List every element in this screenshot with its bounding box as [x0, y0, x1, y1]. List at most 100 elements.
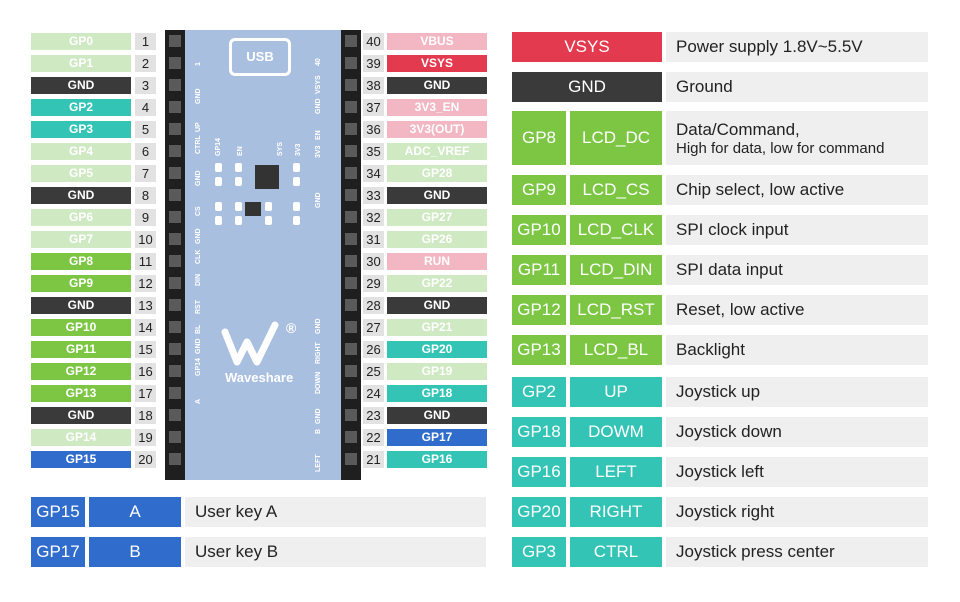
pin-label: GP20 [387, 341, 487, 358]
header-hole [169, 145, 181, 157]
pin-label: GP14 [31, 429, 131, 446]
pin-number: 40 [363, 33, 384, 50]
header-hole [345, 299, 357, 311]
pin-label: GP4 [31, 143, 131, 160]
description-text: User key B [195, 542, 279, 561]
header-hole [345, 387, 357, 399]
solder-pad [215, 177, 222, 186]
pin-label: GND [31, 407, 131, 424]
header-hole [169, 79, 181, 91]
pin-number: 18 [135, 407, 156, 424]
pin-number: 32 [363, 209, 384, 226]
description-text: Joystick left [676, 462, 764, 481]
pin-label: GP16 [387, 451, 487, 468]
pin-number: 5 [135, 121, 156, 138]
pin-number: 36 [363, 121, 384, 138]
description-text: SPI clock input [676, 220, 789, 239]
description-text: Joystick up [676, 382, 761, 401]
silk-label: GND [195, 88, 202, 104]
pin-number: 30 [363, 253, 384, 270]
silk-label: CTRL [195, 135, 202, 154]
pin-number: 19 [135, 429, 156, 446]
gpio-pin: GP20 [512, 497, 566, 527]
silk-label: RST [195, 300, 202, 314]
signal-name: LCD_CLK [570, 215, 662, 245]
solder-pad [215, 163, 222, 172]
pin-number: 21 [363, 451, 384, 468]
right-header-strip [341, 30, 361, 480]
header-hole [169, 321, 181, 333]
pin-number: 28 [363, 297, 384, 314]
silk-label: GND [195, 338, 202, 354]
function-description: Reset, low active [666, 295, 928, 325]
gpio-pin: GP10 [512, 215, 566, 245]
key-name: B [89, 537, 181, 567]
description-text: Reset, low active [676, 300, 805, 319]
function-description: Joystick up [666, 377, 928, 407]
pin-label: GP2 [31, 99, 131, 116]
header-hole [169, 211, 181, 223]
pin-label: GP13 [31, 385, 131, 402]
pin-number: 17 [135, 385, 156, 402]
pin-label: GP6 [31, 209, 131, 226]
pin-number: 39 [363, 55, 384, 72]
gpio-pin: GP15 [31, 497, 85, 527]
header-hole [345, 453, 357, 465]
header-hole [345, 321, 357, 333]
pin-number: 25 [363, 363, 384, 380]
function-description: SPI clock input [666, 215, 928, 245]
header-hole [169, 365, 181, 377]
header-hole [345, 57, 357, 69]
silk-label: GND [315, 318, 322, 334]
pin-number: 26 [363, 341, 384, 358]
waveshare-logo-icon [221, 321, 279, 366]
signal-name: RIGHT [570, 497, 662, 527]
pin-number: 15 [135, 341, 156, 358]
gpio-pin: GP9 [512, 175, 566, 205]
pin-label: GND [387, 77, 487, 94]
header-hole [169, 101, 181, 113]
pin-label: GP27 [387, 209, 487, 226]
silk-label: EN [237, 146, 244, 156]
pin-number: 14 [135, 319, 156, 336]
header-hole [345, 343, 357, 355]
pin-label: GP1 [31, 55, 131, 72]
pin-number: 8 [135, 187, 156, 204]
signal-name: LEFT [570, 457, 662, 487]
description-text: Joystick press center [676, 542, 835, 561]
pin-label: ADC_VREF [387, 143, 487, 160]
pin-number: 34 [363, 165, 384, 182]
header-hole [169, 277, 181, 289]
silk-label: BL [195, 324, 202, 334]
solder-pad [265, 202, 272, 211]
pin-number: 38 [363, 77, 384, 94]
function-description: Data/Command,High for data, low for comm… [666, 111, 928, 165]
description-text: Joystick right [676, 502, 775, 521]
signal-name: UP [570, 377, 662, 407]
description-text: Backlight [676, 340, 745, 359]
pin-label: GP8 [31, 253, 131, 270]
silk-label: VSYS [315, 75, 322, 94]
